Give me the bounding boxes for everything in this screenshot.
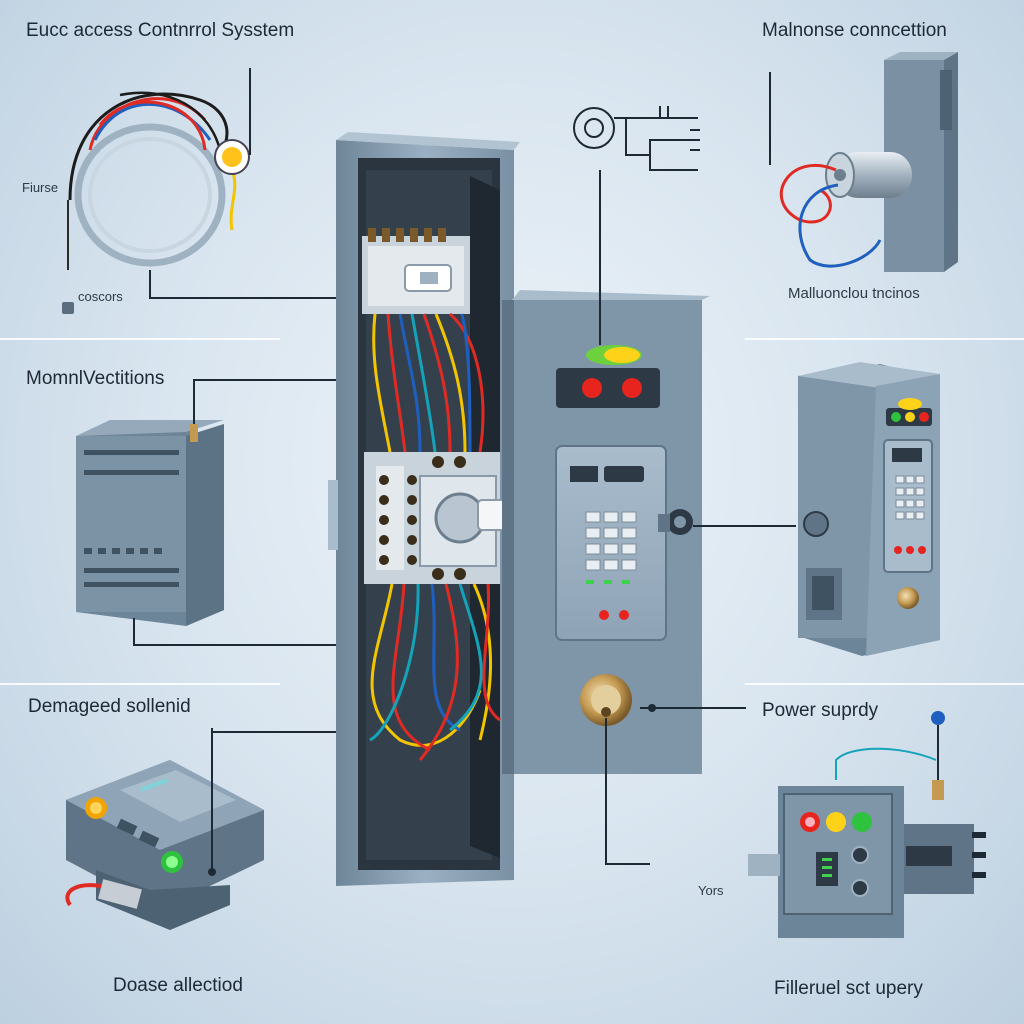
- access-control-terminal-icon: [798, 362, 940, 656]
- damaged-solenoid-label: Demageed sollenid: [28, 696, 191, 717]
- fiurse-label: Fiurse: [22, 180, 59, 195]
- power-supply-label: Power suprdy: [762, 700, 879, 721]
- divider-right-bottom: [745, 683, 1024, 685]
- schematic-symbol: [573, 106, 700, 345]
- terminal-block-top: [362, 228, 470, 314]
- solenoid-cylinder-icon: [769, 52, 958, 272]
- main-relay: [364, 452, 519, 584]
- title-label: Eucc access Contnrrol Sysstem: [26, 20, 295, 41]
- divider-left-bottom: [0, 683, 280, 685]
- wiring-harness: [369, 312, 501, 761]
- filleruel-label: Filleruel sct upery: [774, 978, 923, 999]
- momnlvections-label: MomnlVectitions: [26, 368, 165, 389]
- malluonclou-label: Malluonclou tncinos: [788, 285, 920, 302]
- coscors-label: coscors: [78, 289, 123, 304]
- divider-right-top: [745, 338, 1024, 340]
- yors-label: Yors: [698, 883, 724, 898]
- divider-left-top: [0, 338, 280, 340]
- power-supply-unit-icon: [748, 711, 986, 938]
- doase-allectiod-label: Doase allectiod: [113, 975, 243, 996]
- lock-cylinder-icon: [580, 674, 746, 865]
- relay-module-icon: [76, 379, 370, 646]
- malnonse-connection-label: Malnonse conncettion: [762, 20, 947, 41]
- door-sensor-icon: [658, 509, 796, 535]
- rfid-reader-icon: [65, 728, 360, 930]
- fuse-wire-coil-icon: [62, 68, 380, 314]
- keypad-icon: [555, 445, 667, 641]
